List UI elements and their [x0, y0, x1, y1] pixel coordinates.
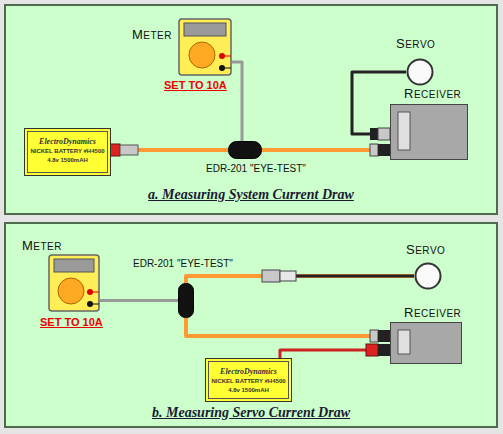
panel-fill [4, 4, 498, 215]
servo-body [416, 264, 441, 289]
battery-plug [378, 144, 390, 156]
servo: SERVO [414, 262, 442, 290]
servo-drawing [406, 58, 434, 86]
eye-test-unit: EDR-201 "EYE-TEST" [178, 283, 194, 318]
receiver-drawing [390, 104, 468, 160]
receiver-body [391, 105, 468, 160]
meter-drawing [48, 254, 100, 312]
probe-jack [219, 65, 225, 71]
battery-plug [370, 144, 378, 156]
battery-plug [366, 344, 378, 356]
eye-test-unit-text: EDR-201 "EYE-TEST" [206, 163, 306, 175]
receiver-drawing [390, 322, 462, 364]
servo-plug [378, 330, 390, 342]
battery-pack-text: NICKEL BATTERY #H4500 [30, 147, 104, 156]
receiver-text: RECEIVER [404, 306, 461, 320]
panel: a. Measuring System Current Draw METER SER… [4, 4, 498, 215]
meter-text: METER [132, 28, 172, 42]
battery-pack-text: 4.8v 1500mAH [228, 386, 269, 395]
battery-pack: ElectroDynamicsNICKEL BATTERY #H45004.8v… [205, 358, 292, 402]
probe-lead [93, 292, 99, 293]
receiver: RECEIVER [390, 322, 462, 364]
meter-display [54, 259, 94, 272]
probe-lead [225, 68, 231, 69]
plug-socket [120, 145, 138, 155]
meter-cable [100, 299, 178, 302]
servo-plug [262, 270, 280, 282]
eye-test-body [229, 142, 262, 159]
receiver-wire [186, 318, 390, 336]
servo-text: SERVO [396, 37, 435, 51]
eye-test-unit-text: EDR-201 "EYE-TEST" [133, 258, 233, 270]
meter-text: METER [22, 239, 62, 253]
battery-pack: ElectroDynamicsNICKEL BATTERY #H45004.8v… [24, 128, 111, 176]
probe-jack [87, 289, 93, 295]
servo-wire [186, 276, 414, 283]
meter-display [184, 23, 226, 36]
meter-body [179, 19, 231, 75]
servo-lead [296, 275, 414, 278]
panel-fill [4, 222, 498, 428]
receiver: RECEIVER [390, 104, 468, 160]
receiver-text: RECEIVER [404, 87, 461, 101]
receiver-label-plate [398, 330, 410, 354]
meter-dial [58, 278, 84, 304]
servo-plug [280, 271, 296, 281]
servo-plug [378, 128, 390, 140]
meter-body [49, 255, 99, 311]
meter-cable [232, 62, 242, 141]
panel-text: b. Measuring Servo Current Draw [6, 405, 496, 421]
eye-test-drawing [178, 283, 194, 318]
probe-jack [87, 301, 93, 307]
meter-setting: SET TO 10A [40, 316, 103, 329]
battery-pack-text: 4.8v 1500mAH [47, 156, 88, 165]
servo-plug [370, 330, 378, 342]
servo: SERVO [406, 58, 434, 86]
battery-pack-text: NICKEL BATTERY #H4500 [211, 377, 285, 386]
meter: METER [178, 18, 232, 76]
eye-test-drawing [228, 141, 262, 159]
servo-plug [370, 128, 378, 140]
servo-text: SERVO [406, 243, 445, 257]
receiver-label-plate [398, 112, 410, 150]
servo-body [408, 60, 433, 85]
probe-lead [225, 56, 231, 57]
panel-text: a. Measuring System Current Draw [6, 187, 496, 203]
meter-dial [189, 42, 215, 68]
probe-jack [219, 53, 225, 59]
eye-test-unit: EDR-201 "EYE-TEST" [228, 141, 262, 159]
battery-pack-text: ElectroDynamics [220, 367, 277, 377]
meter: METER [48, 254, 100, 312]
meter-drawing [178, 18, 232, 76]
battery-plug [378, 344, 390, 356]
receiver-body [391, 323, 462, 364]
eye-test-body [179, 284, 194, 318]
meter-setting: SET TO 10A [164, 79, 227, 92]
probe-lead [93, 304, 99, 305]
servo-drawing [414, 262, 442, 290]
battery-pack-text: ElectroDynamics [39, 137, 96, 147]
